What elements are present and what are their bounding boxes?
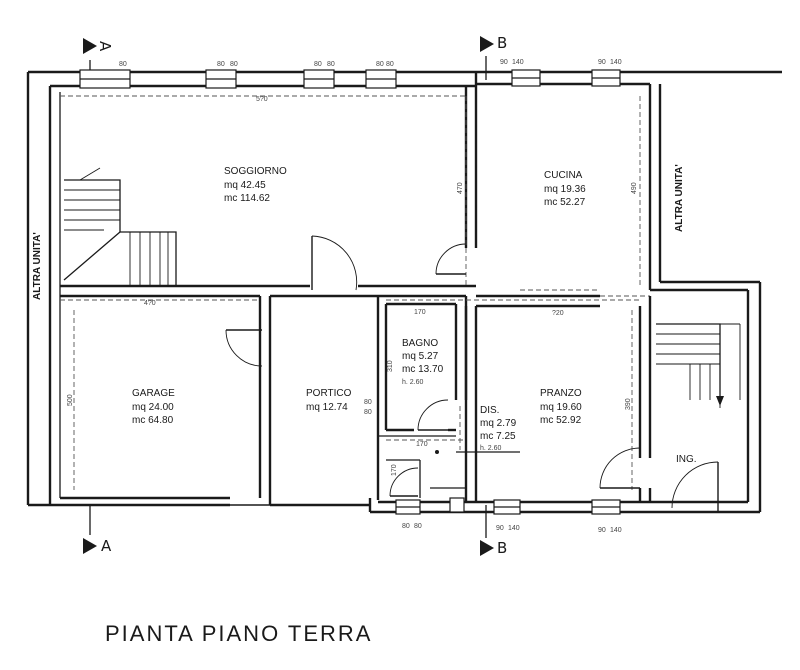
dim-80: 80 — [217, 61, 225, 68]
dim-garage-width: 4?0 — [144, 300, 156, 307]
dim-dis-height: 170 — [391, 464, 398, 476]
dim-pranzo-width: ?20 — [552, 310, 564, 317]
dim-80: 80 — [314, 61, 322, 68]
section-marker-a-top: A — [83, 38, 114, 54]
room-volume: mc 114.62 — [224, 193, 270, 204]
section-b-label-top: B — [497, 34, 507, 52]
staircase-ingresso — [656, 323, 741, 408]
detail-marks — [378, 435, 520, 454]
room-volume: mc 13.70 — [402, 364, 444, 375]
room-name: CUCINA — [544, 170, 583, 181]
room-area: mq 12.74 — [306, 402, 348, 413]
room-bagno: BAGNO mq 5.27 mc 13.70 h. 2.60 — [402, 338, 444, 386]
room-name: SOGGIORNO — [224, 166, 287, 177]
windows — [79, 69, 621, 515]
dim-90: 90 — [598, 527, 606, 534]
room-area: mq 2.79 — [480, 418, 517, 429]
room-area: mq 5.27 — [402, 351, 439, 362]
dim-pranzo-height: 390 — [625, 398, 632, 410]
room-volume: mc 7.25 — [480, 431, 516, 442]
room-portico: PORTICO mq 12.74 — [306, 388, 352, 413]
dim-80: 80 — [414, 523, 422, 530]
side-label-right: ALTRA UNITA' — [674, 164, 685, 232]
room-area: mq 42.45 — [224, 180, 266, 191]
dim-90: 90 — [496, 525, 504, 532]
dim-80: 80 — [402, 523, 410, 530]
dim-80: 80 — [119, 61, 127, 68]
dim-bagno-width: 170 — [414, 309, 426, 316]
dim-80: 80 — [327, 61, 335, 68]
plan-title: PIANTA PIANO TERRA — [105, 621, 372, 646]
room-volume: mc 52.92 — [540, 415, 582, 426]
room-ing: ING. — [676, 454, 697, 465]
dim-80: 80 — [364, 409, 372, 416]
dim-140: 140 — [610, 59, 622, 66]
room-name: PORTICO — [306, 388, 352, 399]
room-name: BAGNO — [402, 338, 438, 349]
dim-cucina-height: 490 — [631, 182, 638, 194]
room-volume: mc 64.80 — [132, 415, 174, 426]
side-label-left: ALTRA UNITA' — [32, 232, 43, 300]
room-soggiorno: SOGGIORNO mq 42.45 mc 114.62 — [224, 166, 287, 204]
room-name: ING. — [676, 454, 697, 465]
room-height: h. 2.60 — [480, 445, 502, 452]
section-b-label-bottom: B — [497, 539, 507, 557]
dim-140: 140 — [610, 527, 622, 534]
room-cucina: CUCINA mq 19.36 mc 52.27 — [544, 170, 586, 208]
room-name: GARAGE — [132, 388, 175, 399]
dim-bagno-height: 310 — [387, 360, 394, 372]
outer-walls — [26, 70, 782, 514]
dim-80: 80 — [230, 61, 238, 68]
dim-80: 80 — [364, 399, 372, 406]
dim-soggiorno-height: 470 — [457, 182, 464, 194]
room-area: mq 19.60 — [540, 402, 582, 413]
dim-garage-height: 500 — [67, 394, 74, 406]
dim-soggiorno-width: 5?0 — [256, 96, 268, 103]
dim-140: 140 — [512, 59, 524, 66]
room-pranzo: PRANZO mq 19.60 mc 52.92 — [540, 388, 582, 426]
room-name: DIS. — [480, 405, 499, 416]
room-height: h. 2.60 — [402, 379, 424, 386]
room-area: mq 24.00 — [132, 402, 174, 413]
dim-80: 80 — [386, 61, 394, 68]
section-a-label-bottom: A — [101, 537, 112, 555]
room-name: PRANZO — [540, 388, 582, 399]
window-dimensions: 80 80 80 80 80 80 80 90 140 90 140 80 80… — [119, 59, 622, 534]
room-dis: DIS. mq 2.79 mc 7.25 h. 2.60 — [480, 405, 517, 452]
dim-90: 90 — [598, 59, 606, 66]
room-area: mq 19.36 — [544, 184, 586, 195]
dim-90: 90 — [500, 59, 508, 66]
section-marker-b-top: B — [480, 34, 507, 52]
dim-80: 80 — [376, 61, 384, 68]
room-garage: GARAGE mq 24.00 mc 64.80 — [132, 388, 175, 426]
room-dimensions: 5?0 470 490 4?0 500 170 310 ?20 390 170 … — [67, 96, 638, 476]
dim-dis-width: 170 — [416, 441, 428, 448]
dashed-lines — [60, 95, 641, 490]
section-marker-a-bottom: A — [83, 537, 112, 555]
section-a-label-top: A — [96, 41, 114, 52]
staircase-soggiorno — [63, 167, 177, 286]
doors — [225, 235, 719, 512]
section-marker-b-bottom: B — [480, 539, 507, 557]
dim-140: 140 — [508, 525, 520, 532]
room-volume: mc 52.27 — [544, 197, 586, 208]
interior-walls — [60, 86, 652, 505]
